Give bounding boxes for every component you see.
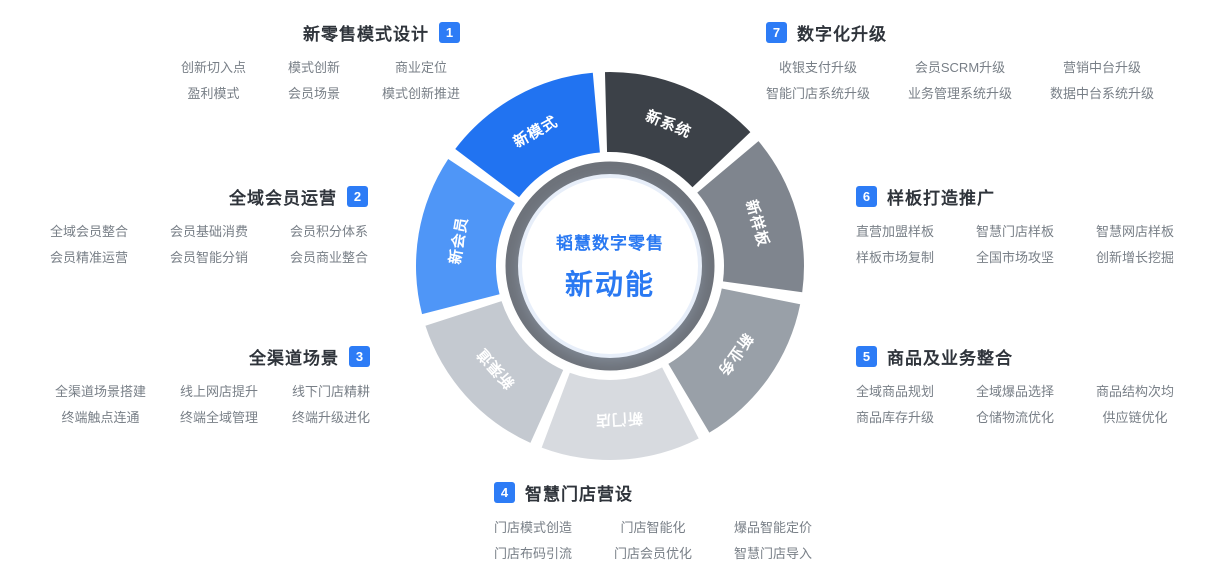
section-item: 终端全域管理 bbox=[179, 410, 258, 425]
section-item: 商品结构次均 bbox=[1096, 384, 1175, 399]
section-header: 4 智慧门店营设 bbox=[494, 480, 633, 505]
center-subtitle: 新动能 bbox=[564, 269, 655, 300]
section-item: 全国市场攻坚 bbox=[976, 250, 1055, 265]
section-item: 爆品智能定价 bbox=[734, 520, 813, 535]
wheel-center-disc bbox=[518, 174, 702, 358]
section-number-badge: 2 bbox=[347, 186, 368, 207]
section-header: 6 样板打造推广 bbox=[856, 184, 995, 209]
section-item: 会员智能分销 bbox=[169, 250, 248, 265]
section-item: 会员基础消费 bbox=[169, 224, 248, 239]
section-item: 模式创新 bbox=[287, 60, 340, 75]
section-item: 业务管理系统升级 bbox=[908, 86, 1013, 101]
wheel-segment-new-model bbox=[455, 72, 600, 198]
section-item: 门店会员优化 bbox=[614, 546, 693, 561]
wheel-segment-label-new-store: 新门店 bbox=[594, 409, 643, 430]
section-item: 门店布码引流 bbox=[494, 546, 573, 561]
section-item: 终端触点连通 bbox=[61, 410, 140, 425]
section-number-badge: 3 bbox=[349, 346, 370, 367]
section-item: 终端升级进化 bbox=[291, 410, 370, 425]
section-item: 供应链优化 bbox=[1102, 410, 1168, 425]
section-item: 创新切入点 bbox=[180, 60, 246, 75]
section-number-badge: 7 bbox=[766, 22, 787, 43]
section-item: 仓储物流优化 bbox=[976, 410, 1055, 425]
wheel-segment-new-member bbox=[416, 158, 515, 315]
section-new-retail-model-design: 新零售模式设计 1 创新切入点 模式创新 商业定位 盈利模式 会员场景 模式创新… bbox=[170, 20, 460, 101]
section-item: 会员场景 bbox=[287, 86, 340, 101]
section-item: 门店模式创造 bbox=[494, 520, 573, 535]
section-item: 会员SCRM升级 bbox=[914, 60, 1006, 75]
section-number-badge: 6 bbox=[856, 186, 877, 207]
section-item: 会员商业整合 bbox=[289, 250, 368, 265]
section-item: 线下门店精耕 bbox=[291, 384, 370, 399]
section-item: 门店智能化 bbox=[620, 520, 686, 535]
section-number-badge: 5 bbox=[856, 346, 877, 367]
section-item: 数据中台系统升级 bbox=[1050, 86, 1155, 101]
section-title: 全域会员运营 bbox=[229, 189, 337, 208]
section-items: 直营加盟样板 智慧门店样板 智慧网店样板 样板市场复制 全国市场攻坚 创新增长挖… bbox=[856, 225, 1174, 265]
section-items: 门店模式创造 门店智能化 爆品智能定价 门店布码引流 门店会员优化 智慧门店导入 bbox=[494, 521, 812, 561]
wheel-segment-new-store bbox=[541, 367, 699, 460]
section-item: 会员积分体系 bbox=[289, 224, 368, 239]
section-item: 全域会员整合 bbox=[49, 224, 128, 239]
wheel-segment-new-business bbox=[668, 288, 801, 433]
section-item: 全域商品规划 bbox=[856, 384, 935, 399]
section-digital-upgrade: 7 数字化升级 收银支付升级 会员SCRM升级 营销中台升级 智能门店系统升级 … bbox=[766, 20, 1158, 101]
section-item: 智能门店系统升级 bbox=[766, 86, 871, 101]
section-member-operation: 全域会员运营 2 全域会员整合 会员基础消费 会员积分体系 会员精准运营 会员智… bbox=[36, 184, 368, 265]
section-header: 5 商品及业务整合 bbox=[856, 344, 1013, 369]
section-items: 全域会员整合 会员基础消费 会员积分体系 会员精准运营 会员智能分销 会员商业整… bbox=[50, 225, 368, 265]
section-item: 全渠道场景搭建 bbox=[54, 384, 146, 399]
section-item: 商品库存升级 bbox=[856, 410, 935, 425]
section-product-business-integration: 5 商品及业务整合 全域商品规划 全域爆品选择 商品结构次均 商品库存升级 仓储… bbox=[856, 344, 1174, 425]
section-title: 数字化升级 bbox=[797, 25, 887, 44]
wheel-center-label: 韬慧数字零售 新动能 bbox=[520, 229, 700, 303]
section-item: 创新增长挖掘 bbox=[1096, 250, 1175, 265]
section-item: 模式创新推进 bbox=[381, 86, 460, 101]
section-item: 智慧网店样板 bbox=[1096, 224, 1175, 239]
section-item: 线上网店提升 bbox=[179, 384, 258, 399]
section-item: 智慧门店样板 bbox=[976, 224, 1055, 239]
section-smart-store: 4 智慧门店营设 门店模式创造 门店智能化 爆品智能定价 门店布码引流 门店会员… bbox=[494, 480, 824, 561]
wheel-segment-new-channel bbox=[425, 301, 564, 443]
center-brand-title: 韬慧数字零售 bbox=[556, 234, 664, 253]
section-title: 新零售模式设计 bbox=[303, 25, 429, 44]
section-items: 创新切入点 模式创新 商业定位 盈利模式 会员场景 模式创新推进 bbox=[181, 61, 460, 101]
wheel-segment-new-system bbox=[604, 72, 751, 188]
section-item: 智慧门店导入 bbox=[734, 546, 813, 561]
section-item: 样板市场复制 bbox=[856, 250, 935, 265]
section-title: 商品及业务整合 bbox=[887, 349, 1013, 368]
section-items: 全渠道场景搭建 线上网店提升 线下门店精耕 终端触点连通 终端全域管理 终端升级… bbox=[55, 385, 370, 425]
wheel-segment-new-template bbox=[697, 141, 804, 293]
section-header: 新零售模式设计 1 bbox=[303, 20, 460, 45]
section-item: 直营加盟样板 bbox=[856, 224, 935, 239]
section-header: 7 数字化升级 bbox=[766, 20, 887, 45]
section-number-badge: 1 bbox=[439, 22, 460, 43]
section-title: 智慧门店营设 bbox=[525, 485, 633, 504]
section-item: 收银支付升级 bbox=[779, 60, 858, 75]
section-item: 营销中台升级 bbox=[1063, 60, 1142, 75]
section-items: 全域商品规划 全域爆品选择 商品结构次均 商品库存升级 仓储物流优化 供应链优化 bbox=[856, 385, 1174, 425]
section-items: 收银支付升级 会员SCRM升级 营销中台升级 智能门店系统升级 业务管理系统升级… bbox=[766, 61, 1154, 101]
section-title: 全渠道场景 bbox=[249, 349, 339, 368]
section-title: 样板打造推广 bbox=[887, 189, 995, 208]
section-omnichannel-scene: 全渠道场景 3 全渠道场景搭建 线上网店提升 线下门店精耕 终端触点连通 终端全… bbox=[34, 344, 370, 425]
section-model-promotion: 6 样板打造推广 直营加盟样板 智慧门店样板 智慧网店样板 样板市场复制 全国市… bbox=[856, 184, 1186, 265]
section-item: 会员精准运营 bbox=[49, 250, 128, 265]
section-number-badge: 4 bbox=[494, 482, 515, 503]
section-item: 商业定位 bbox=[394, 60, 447, 75]
section-header: 全域会员运营 2 bbox=[229, 184, 368, 209]
wheel-inner-ring bbox=[505, 161, 715, 371]
section-item: 盈利模式 bbox=[187, 86, 240, 101]
section-header: 全渠道场景 3 bbox=[249, 344, 370, 369]
section-item: 全域爆品选择 bbox=[976, 384, 1055, 399]
